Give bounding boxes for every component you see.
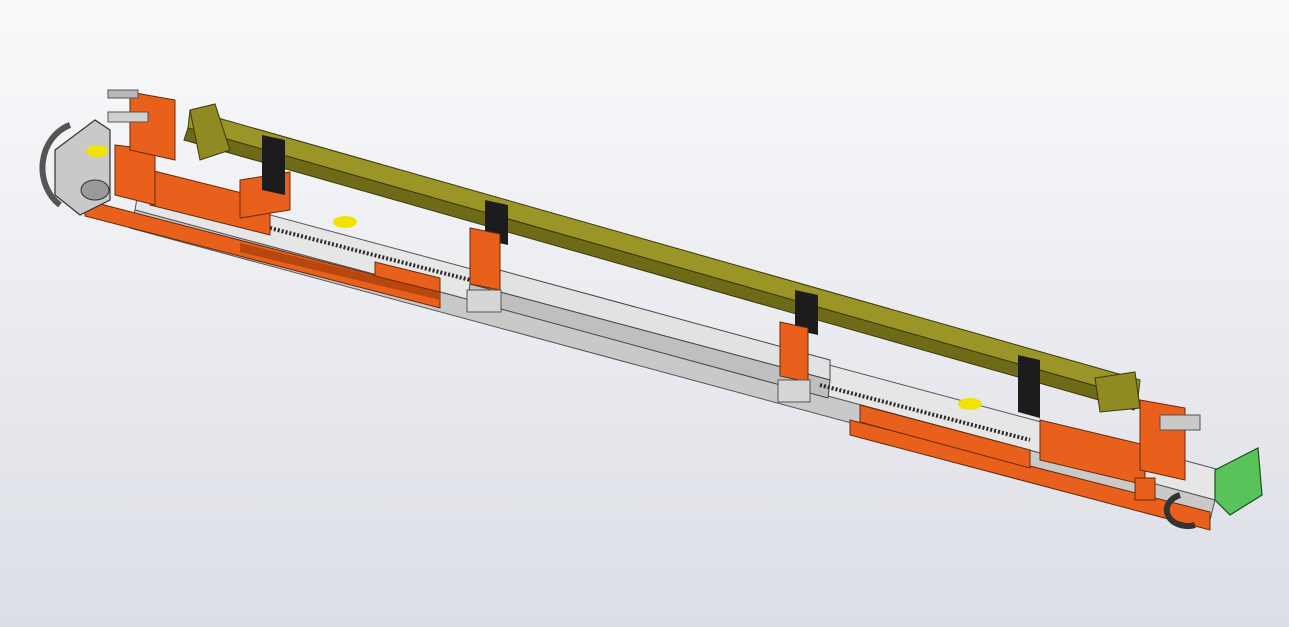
gripper-bracket-3 bbox=[795, 290, 818, 335]
yellow-marker-3 bbox=[958, 398, 982, 410]
yellow-marker-2 bbox=[333, 216, 357, 228]
left-end-frame bbox=[39, 89, 441, 309]
gripper-bracket-1 bbox=[262, 135, 285, 195]
center-support-column-1 bbox=[466, 227, 502, 313]
gripper-bracket-4 bbox=[1018, 355, 1040, 418]
yellow-marker-1 bbox=[86, 145, 108, 157]
right-end-frame bbox=[849, 399, 1211, 531]
right-green-plate bbox=[1214, 447, 1263, 516]
olive-top-beam bbox=[183, 103, 1141, 413]
grey-base-rail bbox=[129, 179, 1221, 521]
center-support-column-2 bbox=[777, 321, 811, 403]
